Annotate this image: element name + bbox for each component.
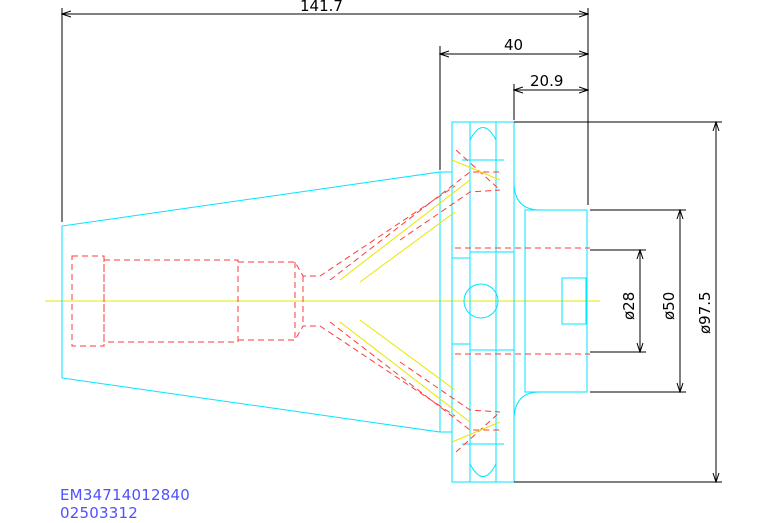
dim-collar-diameter: ø50 xyxy=(660,292,678,320)
construction-lines xyxy=(339,159,501,443)
dim-flange-to-end: 40 xyxy=(504,36,523,54)
dim-flange-diameter: ø97.5 xyxy=(696,291,714,334)
part-code-2: 02503312 xyxy=(60,504,138,522)
dimension-lines xyxy=(62,8,722,482)
part-code-1: EM34714012840 xyxy=(60,486,190,504)
dim-bore-diameter: ø28 xyxy=(620,292,638,320)
hidden-bore-lines xyxy=(71,149,590,453)
dim-gauge-length: 20.9 xyxy=(530,72,563,90)
holder-outline xyxy=(61,121,588,483)
dim-overall-length: 141.7 xyxy=(300,0,343,15)
